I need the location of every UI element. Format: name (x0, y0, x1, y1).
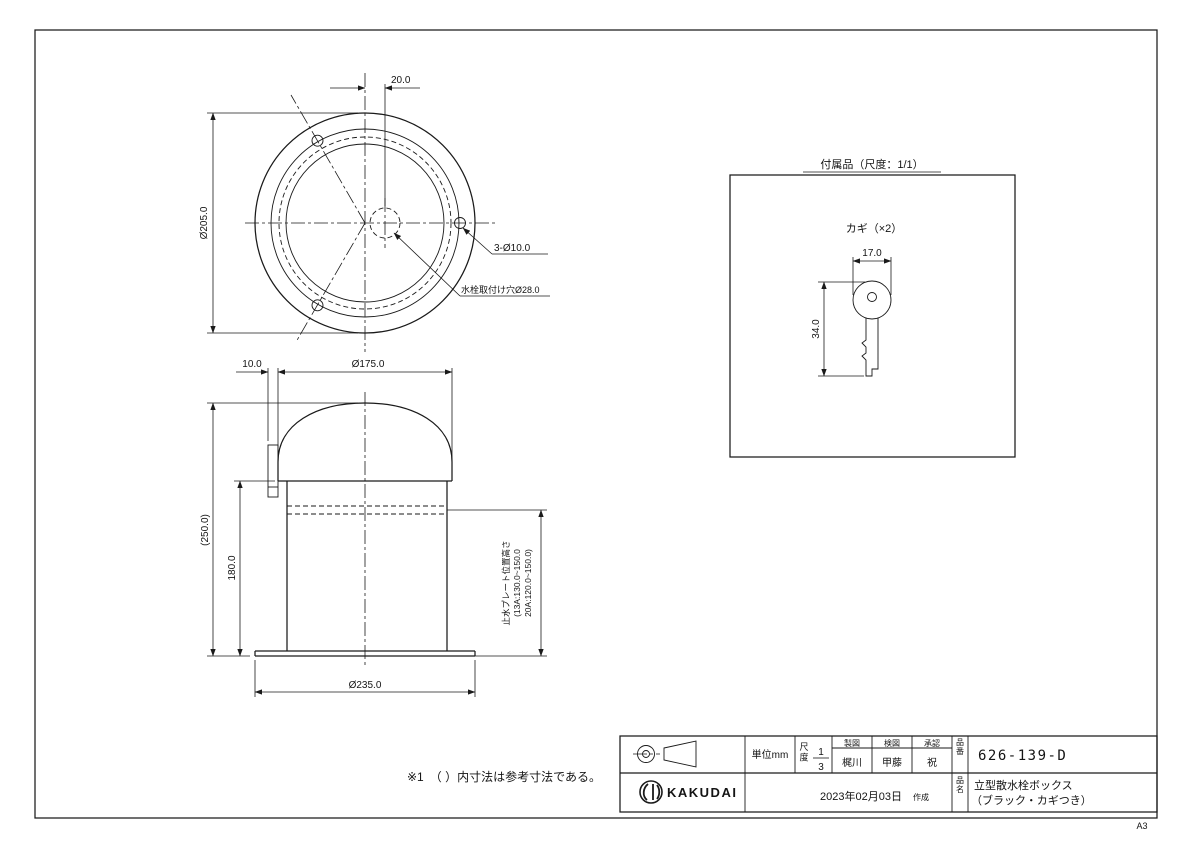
approved-by: 祝 (927, 756, 937, 769)
front-view: 10.0 Ø175.0 (250.0) 180.0 止水プレート位置高さ (200, 359, 547, 697)
dim-text-key-length: 34.0 (811, 319, 822, 339)
part-name-line1: 立型散水栓ボックス (974, 778, 1073, 792)
title-block-frame (619, 735, 1158, 813)
dimension-cap-dia: Ø175.0 (277, 359, 453, 460)
creation-date-suffix: 作成 (913, 792, 929, 802)
leader-faucet-hole: 水栓取付け穴Ø28.0 (393, 232, 550, 297)
reference-note: ※1 （ ）内寸法は参考寸法である。 (407, 769, 601, 784)
sheet-size-label: A3 (1136, 821, 1147, 831)
accessory-panel: 付属品（尺度：1/1） カギ（×2） 17.0 34.0 (729, 157, 1016, 458)
projection-symbol-icon (633, 740, 697, 768)
dim-text-outer-dia: Ø205.0 (199, 206, 210, 239)
key-item-label: カギ（×2） (846, 222, 903, 235)
dimension-offset: 20.0 (330, 75, 420, 206)
key-drawing (852, 280, 892, 377)
dimension-plate-position: 止水プレート位置高さ (13A:130.0~150.0 20A:120.0~15… (447, 509, 547, 657)
header-drafted: 製図 (844, 738, 860, 748)
key-hole (867, 292, 877, 302)
dim-text-total-height: (250.0) (200, 514, 211, 546)
part-number: 626-139-D (978, 748, 1067, 764)
dimension-tab: 10.0 (236, 359, 269, 441)
scale-denominator: 3 (818, 762, 824, 773)
part-name-label: 品名 (956, 776, 964, 794)
dim-text-cap-dia: Ø175.0 (352, 359, 385, 370)
header-approved: 承認 (924, 738, 940, 748)
dimension-key-width: 17.0 (852, 248, 892, 295)
dim-text-offset: 20.0 (391, 75, 411, 86)
part-no-label: 品番 (956, 738, 964, 756)
part-name-line2: （ブラック・カギつき） (971, 793, 1092, 807)
bolt-hole (311, 134, 324, 147)
brand-text: KAKUDAI (667, 785, 737, 800)
centerlines (245, 73, 495, 352)
dim-text-key-width: 17.0 (862, 248, 882, 259)
title-block: 単位mm 尺度 1 3 製図 検図 承認 梶川 甲藤 祝 KAKUDAI (619, 735, 1158, 813)
signoff-columns: 製図 検図 承認 梶川 甲藤 祝 (842, 738, 940, 769)
dim-text-base-dia: Ø235.0 (349, 680, 382, 691)
lock-tab (267, 444, 279, 498)
key-head (852, 280, 892, 320)
scale-label: 尺度 (799, 742, 808, 762)
header-checked: 検図 (884, 738, 900, 748)
creation-date: 2023年02月03日 (820, 789, 902, 803)
accessory-title: 付属品（尺度：1/1） (820, 157, 923, 171)
dimension-body-height: 180.0 (227, 480, 275, 657)
top-view: 20.0 Ø205.0 3-Ø10.0 水栓取付け穴Ø28.0 (199, 73, 550, 352)
drafted-by: 梶川 (842, 756, 862, 769)
unit-label: 単位mm (752, 748, 789, 761)
checked-by: 甲藤 (882, 757, 902, 769)
leader-bolt-holes: 3-Ø10.0 (462, 227, 548, 255)
dim-text-body-height: 180.0 (227, 555, 238, 580)
label-faucet-hole: 水栓取付け穴Ø28.0 (461, 284, 540, 295)
dim-text-tab: 10.0 (242, 359, 262, 370)
scale-numerator: 1 (818, 747, 824, 758)
dimension-total-height: (250.0) (200, 402, 358, 657)
title-block-grid (620, 736, 1157, 812)
plate-note-title: 止水プレート位置高さ (501, 540, 511, 625)
plate-note-20a: 20A:120.0~150.0) (523, 549, 533, 617)
bolt-hole (311, 299, 324, 312)
drawing-frame (34, 29, 1158, 819)
kakudai-logo-icon (639, 780, 663, 804)
accessory-box (729, 174, 1016, 458)
label-bolt-holes: 3-Ø10.0 (494, 243, 531, 254)
scale-cell: 尺度 1 3 (799, 742, 829, 773)
brand-cell: KAKUDAI (639, 780, 737, 804)
dimension-key-length: 34.0 (811, 281, 865, 377)
dimension-outer-dia: Ø205.0 (199, 112, 358, 334)
key-shaft (861, 318, 879, 377)
plate-note-13a: (13A:130.0~150.0 (512, 549, 522, 617)
dimension-base-dia: Ø235.0 (254, 660, 476, 697)
